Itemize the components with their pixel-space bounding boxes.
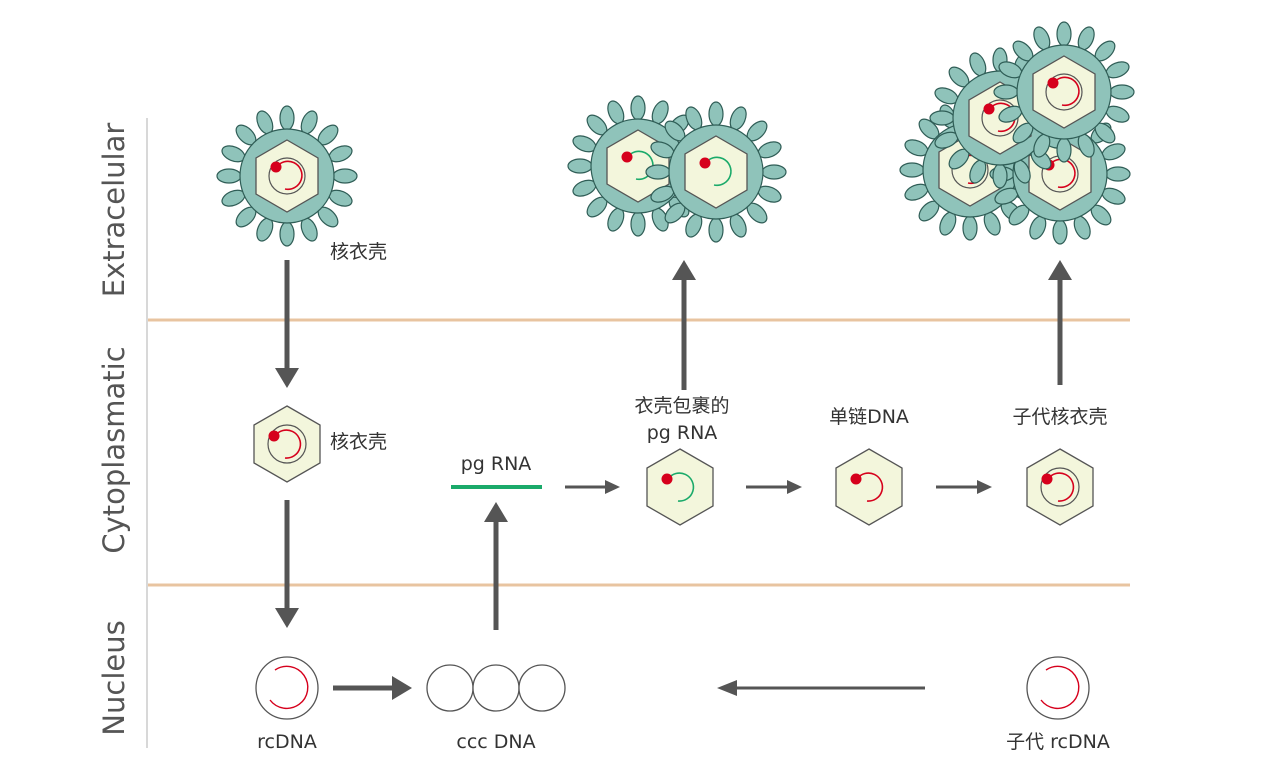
encapsidated-pgrna-capsid: [646, 448, 714, 526]
cytoplasmic-capsid: [253, 405, 321, 483]
zone-label-cytoplasmatic: Cytoplasmatic: [97, 346, 131, 553]
label-rcdna: rcDNA: [257, 731, 317, 753]
arrowhead-ccc-to-pgrna: [484, 502, 508, 522]
label-virion-entry: 核衣壳: [330, 241, 387, 263]
cccdna-circles: [426, 664, 566, 712]
arrowhead-capsid-to-ssdna: [787, 480, 802, 494]
label-progeny-capsid: 子代核衣壳: [1012, 406, 1107, 428]
entering-virion: [217, 106, 357, 246]
ssdna-capsid: [835, 448, 903, 526]
zone-label-nucleus: Nucleus: [97, 620, 131, 735]
arrowhead-capsid-down: [275, 608, 299, 628]
label-capsid-cyto: 核衣壳: [330, 431, 387, 453]
label-encapsidated-line2: pg RNA: [647, 422, 718, 444]
label-progeny-rcdna: 子代 rcDNA: [1006, 731, 1110, 753]
progeny-rcdna-circle: [1026, 656, 1090, 720]
arrowhead-pgrna-to-capsid: [605, 480, 620, 494]
released-virion-progeny-4: [994, 22, 1134, 162]
zone-label-extracellular: Extracelular: [97, 123, 131, 298]
label-pgrna: pg RNA: [461, 453, 532, 475]
label-ssdna: 单链DNA: [829, 406, 909, 428]
released-virion-pgrna-2: [646, 102, 786, 242]
arrowhead-entry-down: [275, 368, 299, 388]
label-cccdna: ccc DNA: [456, 731, 535, 753]
progeny-capsid: [1026, 448, 1094, 526]
arrowhead-progeny-rcdna-to-ccc: [717, 680, 737, 696]
label-encapsidated-line1: 衣壳包裹的: [634, 395, 729, 417]
arrowhead-progeny-export: [1048, 260, 1072, 280]
arrowhead-pgrna-export: [672, 260, 696, 280]
rcdna-circle: [255, 656, 319, 720]
arrowhead-rcdna-to-ccc: [392, 676, 412, 700]
arrowhead-ssdna-to-progeny: [977, 480, 992, 494]
